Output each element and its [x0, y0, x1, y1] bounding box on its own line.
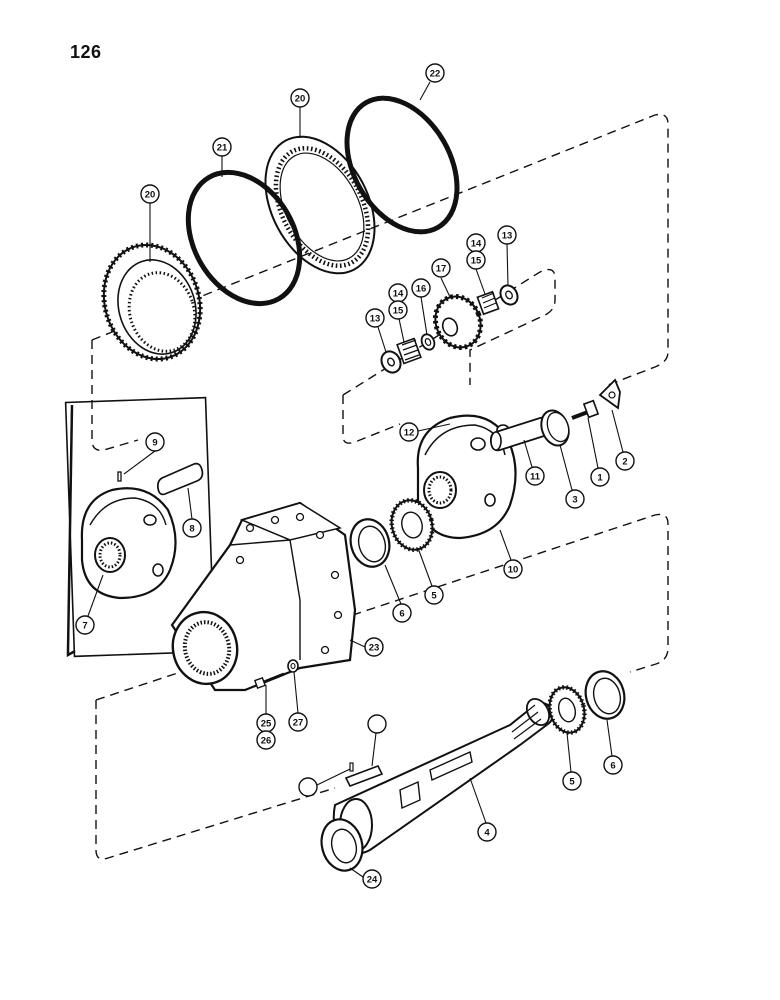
callout-22: 24 [362, 869, 382, 889]
carrier-inset-box [64, 396, 216, 658]
callout-label: 25 [261, 719, 272, 730]
callout-7: 7 [75, 615, 95, 635]
callout-label: 17 [436, 264, 447, 275]
callout-24: 26 [256, 730, 276, 750]
callout-5-lower: 5 [562, 771, 582, 791]
callout-9: 9 [145, 432, 165, 452]
callout-3: 3 [565, 489, 585, 509]
callout-25: 27 [288, 712, 308, 732]
bearing-cup-lower [584, 670, 626, 720]
callout-label: 9 [152, 438, 157, 449]
callout-27 [298, 777, 318, 797]
o-ring-left [185, 169, 303, 307]
ring-gear [101, 242, 203, 362]
callout-label: 7 [82, 621, 87, 632]
callout-23: 25 [256, 713, 276, 733]
callout-label: 6 [399, 609, 404, 620]
callout-label: 23 [369, 643, 380, 654]
callout-label: 8 [189, 524, 194, 535]
callout-circles: 20 21 20 22 13 14 15 16 17 14 15 13 12 1… [75, 63, 635, 889]
callout-8: 8 [182, 518, 202, 538]
callout-19: 20 [290, 88, 310, 108]
callout-label: 4 [484, 828, 490, 839]
bearing-cone-lower [547, 685, 587, 735]
callout-4: 4 [477, 822, 497, 842]
callout-6-lower: 6 [603, 755, 623, 775]
callout-label: 6 [610, 761, 615, 772]
lock-plate-2 [598, 378, 621, 410]
callout-10: 10 [503, 559, 523, 579]
callout-label: 24 [367, 875, 378, 886]
shaft-key [344, 762, 384, 788]
callout-17: 17 [431, 258, 451, 278]
thrust-washer-3 [540, 409, 570, 447]
callout-15-left: 15 [388, 300, 408, 320]
callout-label: 13 [370, 314, 381, 325]
callout-5-upper: 5 [424, 585, 444, 605]
callout-21: 23 [364, 637, 384, 657]
callout-label: 14 [471, 239, 482, 250]
callout-label: 22 [430, 69, 441, 80]
callout-18: 20 [140, 184, 160, 204]
planet-gear-parts [380, 284, 519, 374]
callout-label: 21 [217, 143, 228, 154]
callout-11: 11 [525, 466, 545, 486]
callout-label: 13 [502, 231, 513, 242]
callout-label: 3 [572, 495, 577, 506]
callout-label: 14 [393, 289, 404, 300]
callout-13-right: 13 [497, 225, 517, 245]
callout-12: 12 [399, 422, 419, 442]
page-number: 126 [70, 42, 102, 62]
callout-label: 10 [508, 565, 519, 576]
callout-label: 26 [261, 736, 272, 747]
callout-label: 16 [416, 284, 427, 295]
callout-label: 15 [393, 306, 404, 317]
callout-20-right: 22 [425, 63, 445, 83]
callout-14-left: 14 [388, 283, 408, 303]
bolt-1 [571, 399, 600, 420]
housing-bolt [253, 659, 299, 690]
callout-2: 2 [615, 451, 635, 471]
callout-label: 27 [293, 718, 304, 729]
leader-lines [87, 81, 624, 878]
callout-label: 12 [404, 428, 415, 439]
callout-label: 5 [569, 777, 575, 788]
callout-label: 20 [145, 190, 156, 201]
callout-1: 1 [590, 467, 610, 487]
oil-seal [320, 818, 364, 872]
callout-14-right: 14 [466, 233, 486, 253]
callout-label: 1 [597, 473, 603, 484]
callout-label: 5 [431, 591, 437, 602]
callout-16: 16 [411, 278, 431, 298]
callout-20-left: 21 [212, 137, 232, 157]
callout-6-upper: 6 [392, 603, 412, 623]
bearing-cone-upper [389, 498, 435, 552]
output-shaft [332, 697, 554, 855]
callout-label: 11 [530, 472, 541, 483]
callout-label: 20 [295, 94, 306, 105]
carrier-inset-parts [80, 462, 204, 600]
callout-label: 2 [622, 457, 627, 468]
o-ring-right [344, 95, 460, 235]
callout-26 [367, 714, 387, 734]
callout-13-left: 13 [365, 308, 385, 328]
final-drive-housing [170, 501, 357, 692]
bearing-cup-upper [349, 518, 391, 568]
callout-15-right: 15 [466, 250, 486, 270]
callout-label: 15 [471, 256, 482, 267]
